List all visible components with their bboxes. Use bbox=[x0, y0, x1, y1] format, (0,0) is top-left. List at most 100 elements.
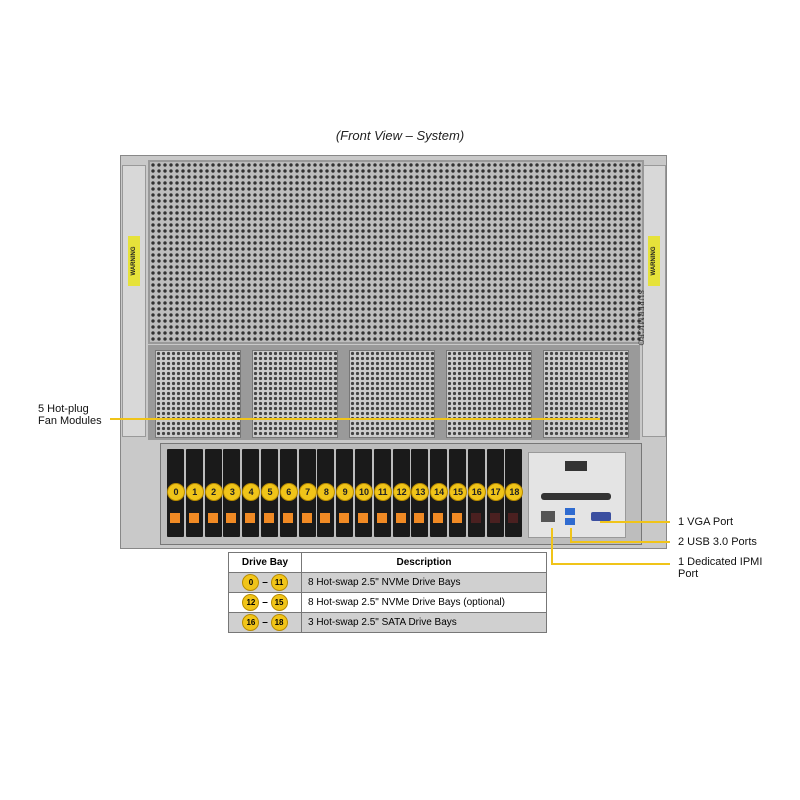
drive-bay[interactable]: 13 bbox=[411, 449, 430, 537]
ipmi-callout-line bbox=[551, 563, 670, 565]
drive-bay[interactable]: 17 bbox=[486, 449, 505, 537]
row-description: 8 Hot-swap 2.5" NVMe Drive Bays (optiona… bbox=[301, 592, 547, 613]
bay-chip: 18 bbox=[270, 614, 288, 631]
ipmi-line1: 1 Dedicated IPMI bbox=[678, 556, 763, 568]
drive-bay[interactable]: 15 bbox=[449, 449, 467, 537]
left-rack-ear: WARNING bbox=[122, 165, 146, 437]
drive-latch[interactable] bbox=[188, 513, 199, 523]
drive-bay[interactable]: 5 bbox=[261, 449, 279, 537]
bay-number: 1 bbox=[185, 483, 204, 501]
fan-callout-line2: Fan Modules bbox=[38, 415, 102, 427]
drive-latch[interactable] bbox=[320, 513, 331, 523]
fan-module[interactable] bbox=[446, 350, 532, 438]
fan-callout-line1: 5 Hot-plug bbox=[38, 403, 89, 415]
bay-number: 18 bbox=[505, 483, 524, 501]
usb-port[interactable] bbox=[565, 518, 575, 525]
gpu-tray-grill bbox=[148, 160, 644, 344]
fan-module[interactable] bbox=[252, 350, 338, 438]
table-row: 12 – 15 8 Hot-swap 2.5" NVMe Drive Bays (… bbox=[228, 592, 547, 613]
bay-number: 5 bbox=[261, 483, 279, 501]
fan-module[interactable] bbox=[155, 350, 241, 438]
bay-number: 16 bbox=[467, 483, 486, 501]
drive-bay[interactable]: 4 bbox=[242, 449, 261, 537]
figure-title: (Front View – System) bbox=[335, 128, 465, 143]
usb-callout-line bbox=[570, 541, 670, 543]
drive-bay[interactable]: 2 bbox=[204, 449, 223, 537]
drive-latch[interactable] bbox=[339, 513, 350, 523]
drive-bay[interactable]: 6 bbox=[279, 449, 298, 537]
bay-number: 7 bbox=[298, 483, 317, 501]
row-description: 3 Hot-swap 2.5" SATA Drive Bays bbox=[301, 612, 547, 633]
drive-bay[interactable]: 10 bbox=[355, 449, 373, 537]
drive-latch[interactable] bbox=[170, 513, 180, 523]
drive-bay[interactable]: 9 bbox=[336, 449, 355, 537]
drive-latch[interactable] bbox=[245, 513, 256, 523]
bay-chip: 15 bbox=[270, 594, 288, 611]
fan-callout-line bbox=[110, 418, 600, 420]
drive-bay[interactable]: 18 bbox=[505, 449, 524, 537]
bay-number: 17 bbox=[486, 483, 505, 501]
bay-number: 6 bbox=[279, 483, 298, 501]
drive-bay[interactable]: 1 bbox=[185, 449, 204, 537]
ipmi-callout-label: 1 Dedicated IPMI Port bbox=[678, 556, 762, 580]
dash: – bbox=[262, 617, 268, 628]
fan-callout-label: 5 Hot-plug Fan Modules bbox=[38, 403, 102, 427]
row-description: 8 Hot-swap 2.5" NVMe Drive Bays bbox=[301, 572, 547, 593]
drive-latch[interactable] bbox=[470, 513, 481, 523]
drive-latch[interactable] bbox=[207, 513, 218, 523]
usb-port[interactable] bbox=[565, 508, 575, 515]
drive-bay[interactable]: 14 bbox=[430, 449, 449, 537]
bay-chip: 11 bbox=[270, 574, 288, 591]
bay-number: 11 bbox=[373, 483, 392, 501]
bay-number: 2 bbox=[204, 483, 223, 501]
warning-label-text: WARNING bbox=[651, 246, 657, 276]
warning-label-text: WARNING bbox=[131, 246, 137, 276]
vga-port[interactable] bbox=[591, 512, 611, 521]
bay-number: 14 bbox=[430, 483, 449, 501]
drive-latch[interactable] bbox=[282, 513, 293, 523]
usb-callout-line bbox=[570, 528, 572, 542]
drive-bay[interactable]: 11 bbox=[373, 449, 392, 537]
bay-chip: 12 bbox=[242, 594, 260, 611]
ipmi-callout-line bbox=[551, 528, 553, 564]
fan-module[interactable] bbox=[543, 350, 629, 438]
drive-latch[interactable] bbox=[226, 513, 237, 523]
drive-bay[interactable]: 12 bbox=[392, 449, 411, 537]
bay-chip: 0 bbox=[242, 574, 260, 591]
bay-number: 13 bbox=[411, 483, 430, 501]
dash: – bbox=[262, 597, 268, 608]
bay-number: 12 bbox=[392, 483, 411, 501]
drive-bay[interactable]: 0 bbox=[167, 449, 185, 537]
drive-latch[interactable] bbox=[414, 513, 425, 523]
vga-callout-line bbox=[600, 521, 670, 523]
status-display bbox=[565, 461, 587, 471]
bay-number: 8 bbox=[317, 483, 336, 501]
bay-number: 0 bbox=[167, 483, 185, 501]
drive-latch[interactable] bbox=[452, 513, 462, 523]
bay-number: 9 bbox=[336, 483, 355, 501]
drive-latch[interactable] bbox=[508, 513, 519, 523]
drive-latch[interactable] bbox=[433, 513, 444, 523]
drive-latch[interactable] bbox=[358, 513, 368, 523]
usb-callout-label: 2 USB 3.0 Ports bbox=[678, 536, 757, 548]
vga-callout-label: 1 VGA Port bbox=[678, 516, 734, 528]
fan-module[interactable] bbox=[349, 350, 435, 438]
right-rack-ear: WARNING bbox=[642, 165, 666, 437]
drive-latch[interactable] bbox=[489, 513, 500, 523]
brand-logo-vertical: SUPERMICRO bbox=[636, 289, 646, 347]
drive-latch[interactable] bbox=[395, 513, 406, 523]
warning-label: WARNING bbox=[128, 236, 140, 286]
drive-bay[interactable]: 3 bbox=[223, 449, 242, 537]
drive-latch[interactable] bbox=[376, 513, 387, 523]
drive-bay[interactable]: 8 bbox=[317, 449, 336, 537]
warning-label: WARNING bbox=[648, 236, 660, 286]
drive-latch[interactable] bbox=[264, 513, 274, 523]
drive-bay[interactable]: 7 bbox=[298, 449, 317, 537]
ipmi-port[interactable] bbox=[541, 511, 555, 522]
drive-bay[interactable]: 16 bbox=[467, 449, 486, 537]
vent-slot bbox=[541, 493, 611, 500]
drive-latch[interactable] bbox=[301, 513, 312, 523]
